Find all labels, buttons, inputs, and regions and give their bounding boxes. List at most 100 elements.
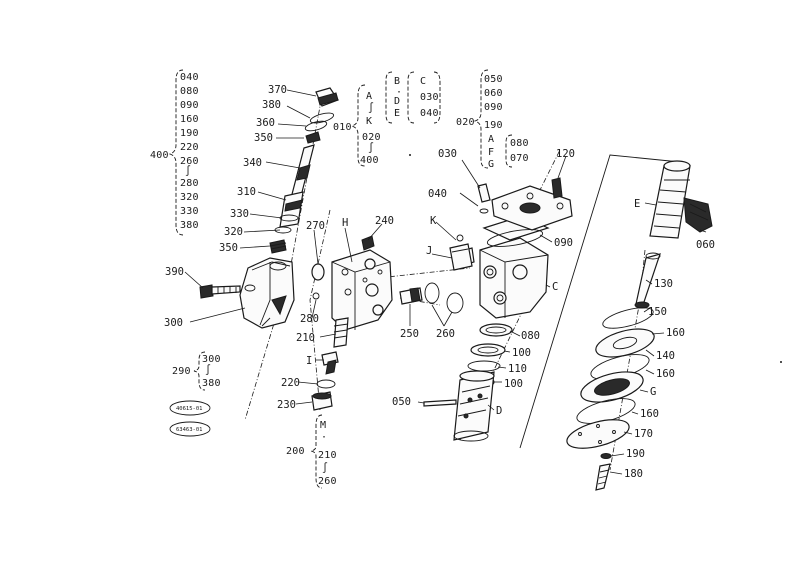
label-H: H — [342, 217, 348, 229]
steering-housing-C — [457, 215, 550, 319]
label-K: K — [430, 215, 437, 227]
label-I: I — [306, 355, 312, 367]
label-080: 080 — [521, 330, 540, 342]
svg-text:K: K — [366, 116, 372, 127]
svg-text:∫: ∫ — [322, 462, 328, 474]
label-100: 100 — [512, 347, 531, 359]
group-290-label: 290 — [172, 366, 191, 377]
svg-text:300: 300 — [202, 354, 221, 365]
label-280: 280 — [300, 313, 319, 325]
group-400-label: 400 — [150, 150, 169, 161]
label-300: 300 — [164, 317, 183, 329]
group-400-item: 080 — [180, 86, 199, 97]
svg-text:B: B — [394, 76, 400, 87]
group-400-item: 160 — [180, 114, 199, 125]
label-030: 030 — [438, 148, 457, 160]
bolt-180 — [595, 453, 612, 491]
label-380: 380 — [262, 99, 281, 111]
spool-valve-stack — [269, 87, 339, 254]
label-220: 220 — [281, 377, 300, 389]
svg-text:090: 090 — [484, 102, 503, 113]
group-020: 020 050 060 090 190 A F G 080 070 — [456, 69, 529, 170]
label-040: 040 — [428, 188, 447, 200]
group-400-item: 190 — [180, 128, 199, 139]
label-270: 270 — [306, 220, 325, 232]
part-number-ovals: 40615-01 63463-01 — [169, 400, 211, 437]
svg-text:050: 050 — [484, 74, 503, 85]
svg-text:A: A — [488, 134, 494, 145]
svg-text:D: D — [394, 96, 400, 107]
label-050: 050 — [392, 396, 411, 408]
small-parts-H — [311, 235, 375, 411]
sleeve-D — [423, 370, 495, 442]
svg-text:080: 080 — [510, 138, 529, 149]
svg-text:F: F — [488, 147, 494, 158]
label-230: 230 — [277, 399, 296, 411]
svg-text:070: 070 — [510, 153, 529, 164]
group-400-item: 040 — [180, 72, 199, 83]
label-160: 160 — [666, 327, 685, 339]
label-310: 310 — [237, 186, 256, 198]
svg-text:·: · — [321, 432, 327, 443]
svg-text:210: 210 — [318, 450, 337, 461]
label-370: 370 — [268, 84, 287, 96]
group-400-item: 220 — [180, 142, 199, 153]
leader-lines — [184, 89, 707, 475]
svg-text:40615-01: 40615-01 — [176, 406, 203, 412]
svg-text:∫: ∫ — [205, 364, 211, 376]
label-150: 150 — [648, 306, 667, 318]
label-090: 090 — [554, 237, 573, 249]
oval-stamp — [169, 400, 211, 416]
group-400-item: 320 — [180, 192, 199, 203]
group-400: 400 040 080 090 160 190 220 260 280 320 … — [150, 69, 199, 236]
label-210: 210 — [296, 332, 315, 344]
label-350: 350 — [219, 242, 238, 254]
label-330: 330 — [230, 208, 249, 220]
bolt-390 — [199, 284, 241, 299]
group-200-label: 200 — [286, 446, 305, 457]
svg-text:∫: ∫ — [368, 102, 374, 114]
label-260: 260 — [436, 328, 455, 340]
label-180: 180 — [624, 468, 643, 480]
plug-250-and-seals — [399, 282, 464, 314]
label-190: 190 — [626, 448, 645, 460]
svg-text:380: 380 — [202, 378, 221, 389]
svg-text:400: 400 — [360, 155, 379, 166]
group-200: 200 M · 210 ∫ 260 — [286, 414, 337, 489]
group-010: 010 A ∫ K 020 ∫ 400 B · D E C 030 040 — [333, 71, 441, 167]
valve-block-H — [331, 249, 393, 331]
svg-text:G: G — [488, 159, 494, 170]
group-290: 290 300 ∫ 380 — [172, 351, 221, 391]
svg-text:A: A — [366, 91, 372, 102]
label-D: D — [496, 405, 502, 417]
label-350: 350 — [254, 132, 273, 144]
label-320: 320 — [224, 226, 243, 238]
shaft-E — [649, 160, 713, 239]
part-labels: 370 380 360 350 340 310 330 320 350 390 … — [164, 84, 715, 480]
svg-text:060: 060 — [484, 88, 503, 99]
group-400-item: 260 — [180, 156, 199, 167]
top-cover — [477, 177, 573, 231]
label-C: C — [552, 281, 558, 293]
label-110: 110 — [508, 363, 527, 375]
label-160: 160 — [656, 368, 675, 380]
label-160: 160 — [640, 408, 659, 420]
svg-text:C: C — [420, 76, 426, 87]
label-170: 170 — [634, 428, 653, 440]
label-E: E — [634, 198, 640, 210]
label-G: G — [650, 386, 656, 398]
plate-J-K — [449, 234, 473, 271]
group-020-label: 020 — [456, 117, 475, 128]
group-400-item: 330 — [180, 206, 199, 217]
disc-stack — [566, 307, 655, 449]
group-010-label: 010 — [333, 122, 352, 133]
group-400-item: 280 — [180, 178, 199, 189]
label-340: 340 — [243, 157, 262, 169]
svg-text:190: 190 — [484, 120, 503, 131]
label-360: 360 — [256, 117, 275, 129]
svg-text:040: 040 — [420, 108, 439, 119]
label-130: 130 — [654, 278, 673, 290]
group-400-item: 380 — [180, 220, 199, 231]
